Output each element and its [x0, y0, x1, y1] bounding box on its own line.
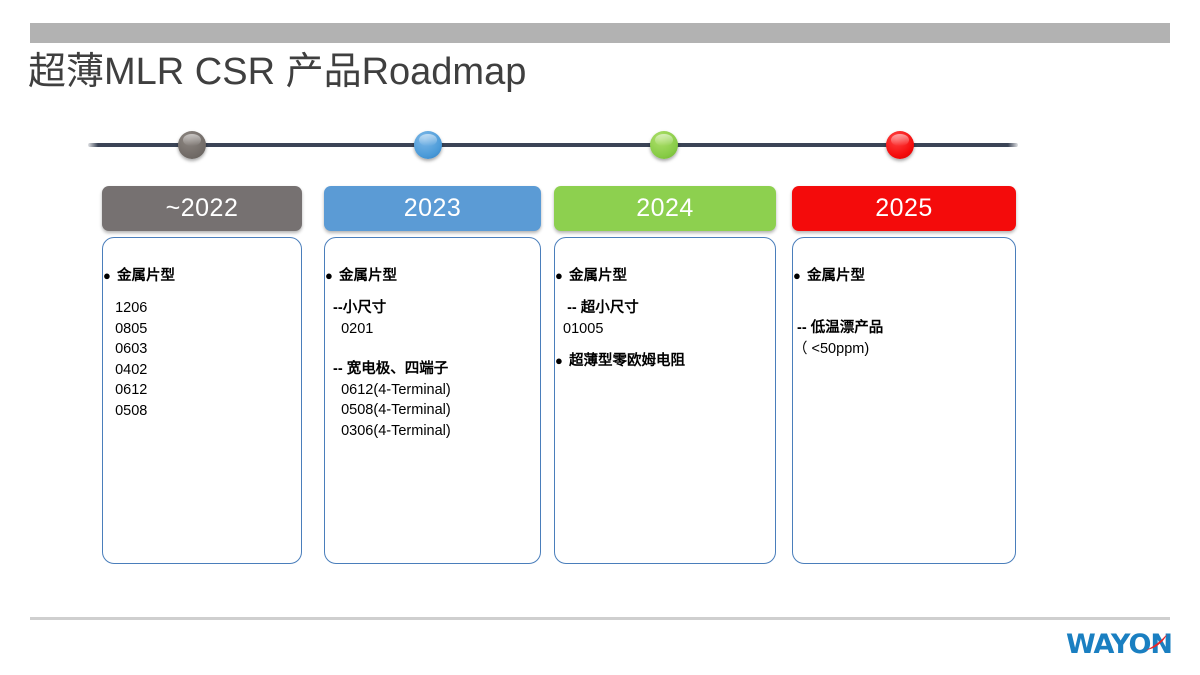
page-title: 超薄MLR CSR 产品Roadmap: [28, 51, 527, 93]
roadmap-column-2024: 2024 ● 金属片型 -- 超小尺寸 01005 ● 超薄型零欧姆电阻: [554, 186, 776, 564]
list-item-label: 金属片型: [807, 268, 865, 284]
spacer: [555, 339, 775, 351]
column-header-2022[interactable]: ~2022: [102, 186, 302, 231]
tcr-spec-2025: （ <50ppm): [793, 340, 870, 357]
spacer: [793, 286, 1015, 306]
wayon-logo: WAYON: [1065, 629, 1173, 660]
column-body-2023: ● 金属片型 --小尺寸 0201 -- 宽电极、四端子 0612(4-Term…: [324, 237, 541, 564]
list-item: ● 超薄型零欧姆电阻: [555, 351, 775, 371]
spacer: [325, 286, 540, 298]
roadmap-timeline: [88, 128, 1018, 166]
spacer: [555, 286, 775, 298]
column-header-2025[interactable]: 2025: [792, 186, 1016, 231]
list-item: ● 金属片型: [103, 266, 301, 286]
footer-divider: [30, 617, 1170, 620]
roadmap-column-2025: 2025 ● 金属片型 -- 低温漂产品 （ <50ppm): [792, 186, 1016, 564]
subhead-wide-electrode-2023: -- 宽电极、四端子: [325, 361, 449, 377]
timeline-marker-2024[interactable]: [650, 131, 678, 159]
column-body-2022: ● 金属片型 1206 0805 0603 0402 0612 0508: [102, 237, 302, 564]
spacer: [325, 339, 540, 359]
spacer: [793, 306, 1015, 318]
bullet-icon: ●: [325, 268, 333, 283]
logo-text: WAYON: [1065, 629, 1173, 660]
list-item-label: 金属片型: [569, 268, 627, 284]
column-header-2024[interactable]: 2024: [554, 186, 776, 231]
list-item-label: 金属片型: [339, 268, 397, 284]
list-item-label: 金属片型: [117, 268, 175, 284]
size-list-2024: 01005: [555, 320, 604, 337]
size-list-2022: 1206 0805 0603 0402 0612 0508: [115, 300, 148, 419]
roadmap-columns: ~2022 ● 金属片型 1206 0805 0603 0402 0612 05…: [102, 186, 1017, 566]
timeline-marker-2025[interactable]: [886, 131, 914, 159]
list-item: ● 金属片型: [555, 266, 775, 286]
roadmap-column-2023: 2023 ● 金属片型 --小尺寸 0201 -- 宽电极、四端子 0612(4…: [324, 186, 541, 564]
list-item: ● 金属片型: [793, 266, 1015, 286]
size-list-terminal-2023: 0612(4-Terminal) 0508(4-Terminal) 0306(4…: [341, 381, 451, 439]
column-body-2024: ● 金属片型 -- 超小尺寸 01005 ● 超薄型零欧姆电阻: [554, 237, 776, 564]
bullet-icon: ●: [103, 268, 111, 283]
list-item: ● 金属片型: [325, 266, 540, 286]
bullet-icon: ●: [555, 268, 563, 283]
roadmap-column-2022: ~2022 ● 金属片型 1206 0805 0603 0402 0612 05…: [102, 186, 302, 564]
size-list-small-2023: 0201: [325, 320, 374, 337]
list-item-label: 超薄型零欧姆电阻: [569, 353, 685, 369]
subhead-small-size-2023: --小尺寸: [325, 300, 387, 316]
subhead-low-tcr-2025: -- 低温漂产品: [793, 320, 884, 336]
spacer: [103, 286, 301, 298]
timeline-marker-2023[interactable]: [414, 131, 442, 159]
bullet-icon: ●: [555, 353, 563, 368]
timeline-marker-2022[interactable]: [178, 131, 206, 159]
bullet-icon: ●: [793, 268, 801, 283]
timeline-line: [88, 143, 1018, 147]
subhead-ultra-small-2024: -- 超小尺寸: [555, 300, 639, 316]
column-header-2023[interactable]: 2023: [324, 186, 541, 231]
column-body-2025: ● 金属片型 -- 低温漂产品 （ <50ppm): [792, 237, 1016, 564]
top-accent-bar: [30, 23, 1170, 43]
